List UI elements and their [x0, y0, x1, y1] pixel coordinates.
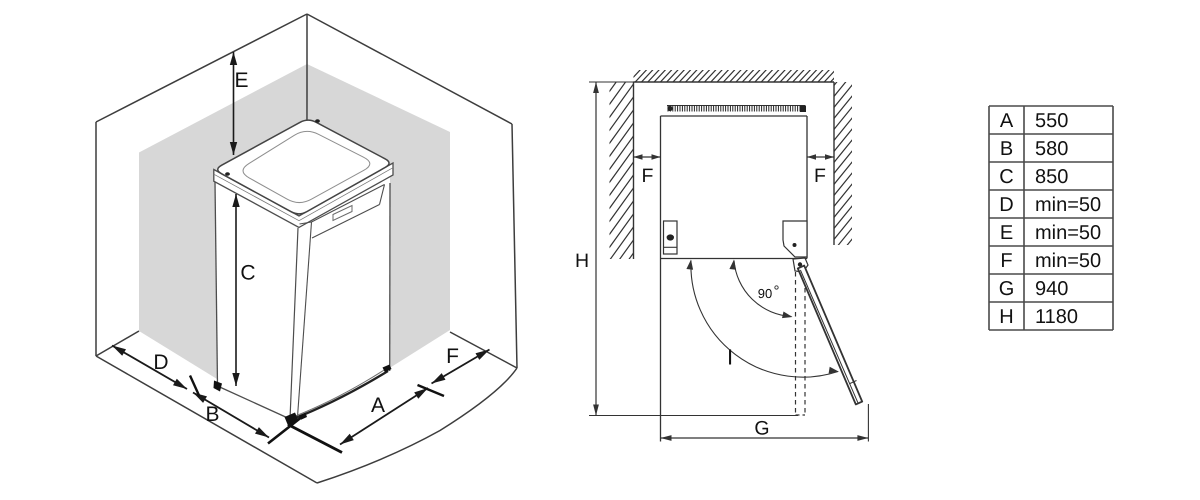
svg-text:940: 940 — [1035, 278, 1068, 300]
svg-text:G: G — [754, 418, 769, 440]
svg-text:H: H — [999, 306, 1013, 328]
svg-text:min=50: min=50 — [1035, 194, 1101, 216]
svg-text:G: G — [999, 278, 1015, 300]
svg-text:F: F — [446, 345, 459, 368]
svg-text:F: F — [1000, 250, 1012, 272]
svg-text:D: D — [153, 351, 168, 374]
svg-text:E: E — [234, 69, 248, 92]
svg-text:1180: 1180 — [1035, 306, 1078, 328]
svg-text:C: C — [999, 166, 1013, 188]
svg-text:min=50: min=50 — [1035, 250, 1101, 272]
svg-text:850: 850 — [1035, 166, 1068, 188]
svg-text:D: D — [999, 194, 1013, 216]
svg-text:A: A — [371, 394, 385, 417]
svg-text:F: F — [642, 165, 654, 187]
svg-text:C: C — [240, 262, 255, 285]
svg-text:550: 550 — [1035, 110, 1068, 132]
svg-text:B: B — [1000, 138, 1013, 160]
svg-text:min=50: min=50 — [1035, 222, 1101, 244]
svg-text:I: I — [727, 345, 733, 370]
svg-text:E: E — [1000, 222, 1013, 244]
svg-text:F: F — [814, 165, 826, 187]
svg-text:H: H — [575, 250, 589, 272]
svg-text:580: 580 — [1035, 138, 1068, 160]
svg-text:90: 90 — [758, 286, 772, 301]
svg-text:B: B — [205, 403, 219, 426]
svg-text:A: A — [1000, 110, 1014, 132]
